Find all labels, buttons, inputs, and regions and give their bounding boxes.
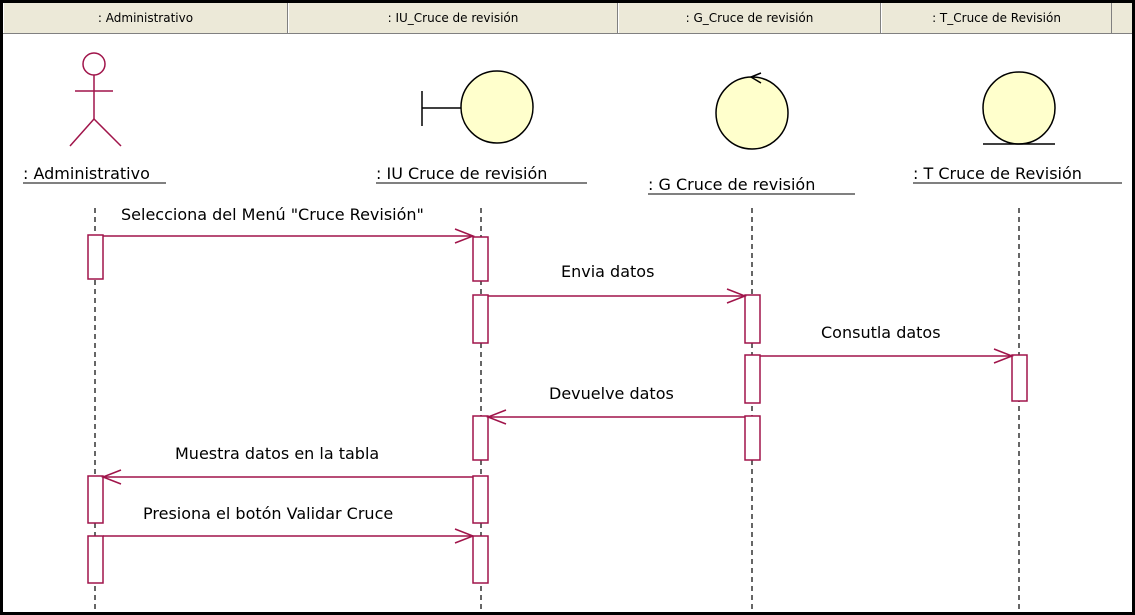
activation-box (472, 475, 489, 524)
activation-box (472, 535, 489, 584)
header-cell-t-cruce[interactable]: : T_Cruce de Revisión (881, 3, 1112, 33)
activation-box (87, 234, 104, 280)
entity-icon[interactable] (982, 71, 1056, 145)
lifeline-label-g-cruce: : G Cruce de revisión (648, 175, 815, 194)
header-cell-iu-cruce[interactable]: : IU_Cruce de revisión (288, 3, 618, 33)
lifeline-label-iu-cruce: : IU Cruce de revisión (376, 164, 547, 183)
message-label: Devuelve datos (549, 384, 674, 403)
message-label: Muestra datos en la tabla (175, 444, 379, 463)
activation-box (472, 236, 489, 282)
diagram-canvas: : Administrativo : IU Cruce de revisión … (23, 52, 1122, 612)
activation-box (1011, 354, 1028, 402)
message-envia-datos[interactable]: Envia datos (488, 262, 748, 304)
message-selecciona-menu[interactable]: Selecciona del Menú "Cruce Revisión" (103, 205, 476, 244)
lifeline-label-administrativo: : Administrativo (23, 164, 150, 183)
control-icon[interactable] (715, 72, 789, 150)
message-devuelve-datos[interactable]: Devuelve datos (485, 384, 745, 425)
header-cell-administrativo[interactable]: : Administrativo (3, 3, 288, 33)
message-label: Selecciona del Menú "Cruce Revisión" (121, 205, 424, 224)
lifeline-header-bar: : Administrativo : IU_Cruce de revisión … (3, 3, 1132, 34)
activation-box (744, 354, 761, 404)
lifeline-label-t-cruce: : T Cruce de Revisión (913, 164, 1082, 183)
message-label: Presiona el botón Validar Cruce (143, 504, 393, 523)
activation-box (472, 294, 489, 344)
activation-box (87, 535, 104, 584)
actor-icon[interactable] (69, 52, 122, 147)
activation-box (744, 415, 761, 461)
message-muestra-datos[interactable]: Muestra datos en la tabla (100, 444, 473, 485)
boundary-icon[interactable] (421, 70, 534, 144)
message-label: Envia datos (561, 262, 654, 281)
activation-box (744, 294, 761, 344)
message-presiona-validar[interactable]: Presiona el botón Validar Cruce (103, 504, 476, 544)
message-label: Consutla datos (821, 323, 941, 342)
message-consutla-datos[interactable]: Consutla datos (760, 323, 1015, 364)
activation-box (87, 475, 104, 524)
header-cell-g-cruce[interactable]: : G_Cruce de revisión (618, 3, 881, 33)
activation-box (472, 415, 489, 461)
